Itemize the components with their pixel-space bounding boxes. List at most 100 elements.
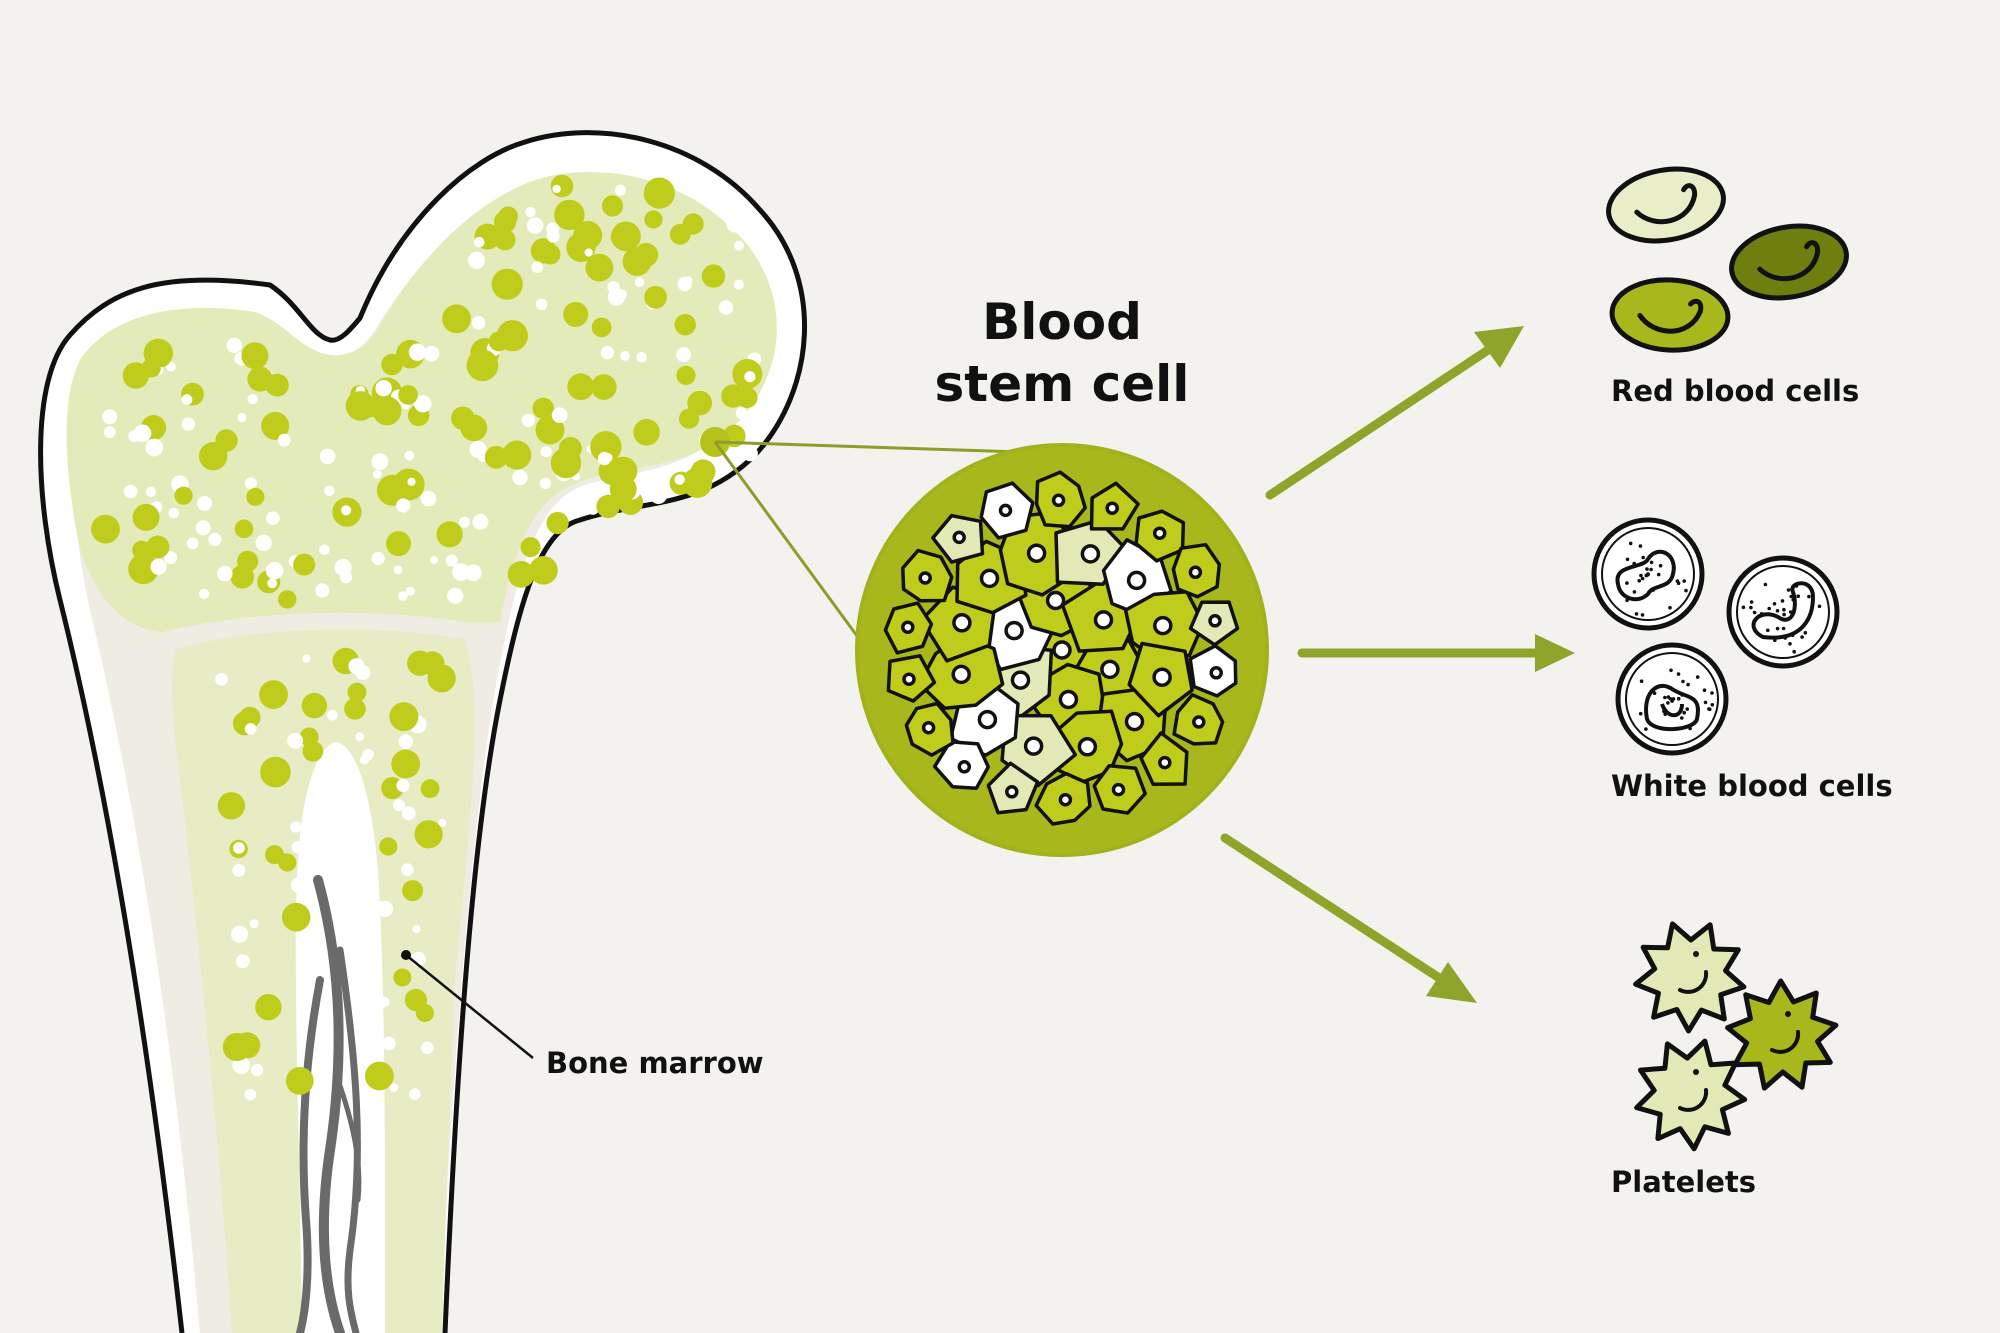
stem-cell <box>1139 731 1189 786</box>
marrow-dot <box>379 837 398 856</box>
marrow-dot <box>345 391 376 421</box>
marrow-dot <box>299 727 319 747</box>
marrow-dot <box>442 304 471 334</box>
marrow-dot <box>491 268 523 300</box>
marrow-dot <box>535 415 565 445</box>
bone-illustration <box>38 130 1021 1333</box>
marrow-dot <box>412 925 421 934</box>
marrow-dot <box>507 561 535 588</box>
marrow-dot <box>389 702 419 732</box>
marrow-dot <box>396 779 410 792</box>
marrow-dot <box>643 177 675 209</box>
marrow-dot <box>341 505 352 516</box>
marrow-dot <box>734 240 744 251</box>
marrow-dot <box>567 373 595 401</box>
marrow-dot <box>389 1083 399 1093</box>
marrow-dot <box>398 591 408 601</box>
arrow-to-white-cells <box>1297 634 1575 672</box>
marrow-dot <box>458 516 470 528</box>
marrow-dot <box>287 732 304 749</box>
marrow-dot <box>649 486 668 504</box>
marrow-dot <box>620 351 630 361</box>
marrow-dot <box>293 553 316 576</box>
red-blood-cell <box>1609 277 1731 353</box>
marrow-dot <box>676 347 692 363</box>
marrow-dot <box>447 587 464 604</box>
marrow-dot <box>261 411 290 440</box>
marrow-dot <box>590 431 622 463</box>
granules <box>1638 668 1715 731</box>
marrow-dot <box>735 407 748 420</box>
marrow-dot <box>327 709 338 721</box>
marrow-dot <box>636 352 647 363</box>
marrow-dot <box>535 298 548 310</box>
marrow-dot <box>438 818 447 827</box>
platelet <box>1725 978 1839 1091</box>
zoom-line-bottom <box>713 441 862 641</box>
marrow-dot <box>378 996 390 1008</box>
marrow-dot <box>408 343 427 361</box>
marrow-dot <box>585 253 614 282</box>
marrow-dot <box>386 531 411 557</box>
marrow-dot <box>355 732 365 742</box>
marrow-dot <box>473 236 485 248</box>
platelets-icon <box>1633 921 1839 1152</box>
marrow-dot <box>398 385 418 405</box>
stem-cell <box>904 701 955 757</box>
marrow-dot <box>195 520 211 536</box>
marrow-dot <box>91 514 120 544</box>
marrow-dot <box>644 285 667 309</box>
marrow-dot <box>235 954 250 969</box>
marrow-dot <box>420 651 445 676</box>
marrow-dot <box>452 563 470 581</box>
marrow-dot <box>414 820 443 849</box>
marrow-dot <box>237 412 247 423</box>
marrow-dot <box>521 413 536 428</box>
marrow-dot <box>520 537 541 558</box>
marrow-dot <box>382 1036 396 1051</box>
marrow-dot <box>622 247 652 276</box>
marrow-dot <box>372 396 402 426</box>
marrow-dot <box>393 968 412 987</box>
red-blood-cells-label: Red blood cells <box>1611 374 1860 408</box>
marrow-dot <box>563 301 589 327</box>
marrow-dot <box>674 314 696 336</box>
marrow-dot <box>736 387 758 409</box>
marrow-dot <box>617 289 627 300</box>
dense-bone-divider <box>158 612 482 647</box>
marrow-dot <box>701 264 726 288</box>
marrow-dot <box>566 232 596 262</box>
stem-cell <box>931 513 985 564</box>
granules <box>1625 541 1688 617</box>
stem-cell <box>1034 771 1092 826</box>
marrow-dot <box>546 511 569 535</box>
marrow-dot <box>315 583 330 598</box>
marrow-dot <box>164 551 178 565</box>
marrow-dot <box>540 244 561 265</box>
marrow-dot <box>222 1032 251 1062</box>
stem-cell-title-line-1: Blood <box>982 293 1142 351</box>
marrow-dot <box>145 438 164 457</box>
marrow-dot <box>407 477 416 486</box>
marrow-dot <box>255 994 282 1021</box>
marrow-dot <box>401 806 416 821</box>
marrow-dot <box>748 221 761 235</box>
marrow-dot <box>215 673 228 686</box>
marrow-dot <box>260 756 291 788</box>
marrow-dot <box>532 397 554 419</box>
marrow-dot <box>586 502 600 515</box>
red-blood-cells-icon <box>1606 166 1849 353</box>
marrow-dot <box>259 680 288 709</box>
marrow-dot <box>423 345 440 362</box>
marrow-dot <box>396 498 411 513</box>
marrow-dot <box>265 561 284 580</box>
marrow-dot <box>466 349 499 382</box>
marrow-dot <box>391 749 421 779</box>
platelet <box>1633 921 1747 1034</box>
arrow-to-platelets <box>1220 833 1477 1003</box>
marrow-dot <box>591 374 617 400</box>
bone-marrow-label: Bone marrow <box>546 1046 764 1080</box>
marrow-dot <box>404 988 427 1012</box>
marrow-dot <box>539 477 552 490</box>
